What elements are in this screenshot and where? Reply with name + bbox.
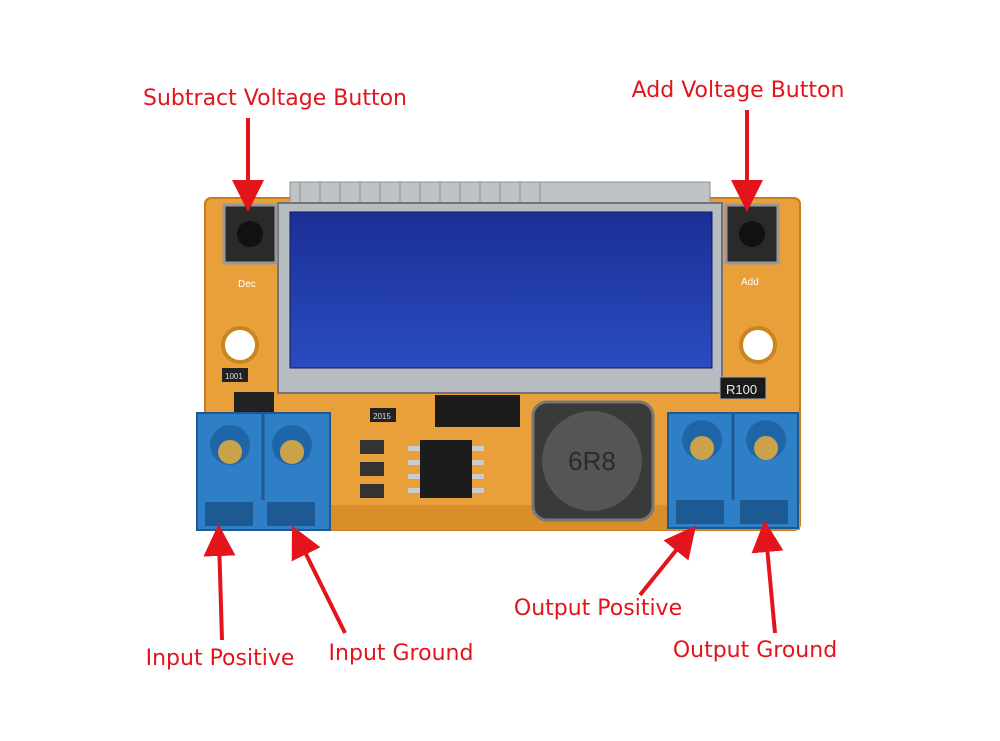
- input-terminal-block: [196, 412, 331, 531]
- ic-chip: [420, 440, 472, 498]
- add-button: [724, 203, 780, 265]
- svg-text:1001: 1001: [225, 372, 243, 381]
- subtract-voltage-button-label: Subtract Voltage Button: [143, 86, 407, 111]
- input-ground-label: Input Ground: [328, 641, 474, 666]
- shunt-marking: R100: [726, 382, 757, 397]
- inductor-marking: 6R8: [568, 446, 616, 476]
- mounting-hole-left: [221, 326, 259, 364]
- output-ground-label: Output Ground: [672, 638, 838, 663]
- lcd-screen: [289, 211, 713, 369]
- dec-marking: Dec: [238, 279, 256, 290]
- arrow-output-positive: [638, 525, 697, 597]
- subtract-button: [222, 203, 278, 265]
- arrow-input-ground: [291, 525, 347, 634]
- mounting-hole-right: [739, 326, 777, 364]
- arrow-input-positive: [203, 524, 236, 641]
- output-positive-label: Output Positive: [513, 596, 683, 621]
- inductor: 6R8: [531, 400, 655, 522]
- output-terminal-block: [667, 412, 799, 529]
- input-positive-label: Input Positive: [145, 646, 295, 671]
- add-marking: Add: [741, 277, 759, 288]
- svg-text:2015: 2015: [373, 412, 391, 421]
- arrow-output-ground: [751, 520, 784, 634]
- add-voltage-button-label: Add Voltage Button: [631, 78, 845, 103]
